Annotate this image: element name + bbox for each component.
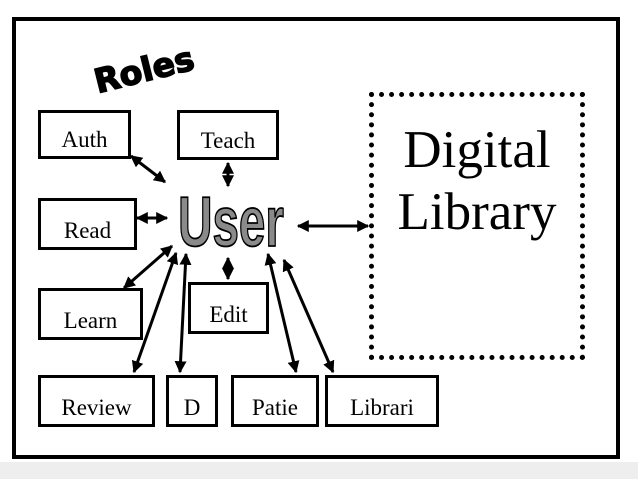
role-label-learn: Learn	[63, 308, 118, 333]
roles-heading: Roles	[90, 39, 198, 101]
role-box-learn: Learn	[38, 288, 143, 340]
role-box-teach: Teach	[177, 110, 279, 160]
arrow-librari-user	[282, 258, 335, 374]
role-box-d: D	[166, 375, 218, 427]
role-label-review: Review	[61, 395, 132, 420]
role-label-edit: Edit	[209, 302, 248, 327]
user-node: User	[178, 181, 284, 261]
role-label-d: D	[183, 395, 201, 420]
role-label-librari: Librari	[350, 395, 414, 420]
arrow-d-user	[174, 252, 192, 374]
role-label-patie: Patie	[252, 395, 298, 420]
role-box-edit: Edit	[188, 282, 269, 334]
role-label-auth: Auth	[61, 127, 108, 152]
role-box-librari: Librari	[325, 375, 439, 427]
role-label-teach: Teach	[200, 128, 256, 153]
role-label-read: Read	[63, 218, 112, 243]
role-box-auth: Auth	[38, 110, 131, 159]
digital-library-title-line1: Digital	[403, 121, 551, 179]
digital-library-title-line2: Library	[397, 183, 557, 241]
role-box-patie: Patie	[231, 375, 319, 427]
arrow-patie-user	[264, 252, 300, 374]
role-box-read: Read	[38, 198, 137, 250]
digital-library-box: Digital Library	[369, 92, 585, 360]
arrow-review-user	[131, 251, 179, 374]
bottom-band	[0, 462, 638, 479]
arrow-auth-user	[130, 154, 166, 184]
role-box-review: Review	[38, 375, 155, 427]
